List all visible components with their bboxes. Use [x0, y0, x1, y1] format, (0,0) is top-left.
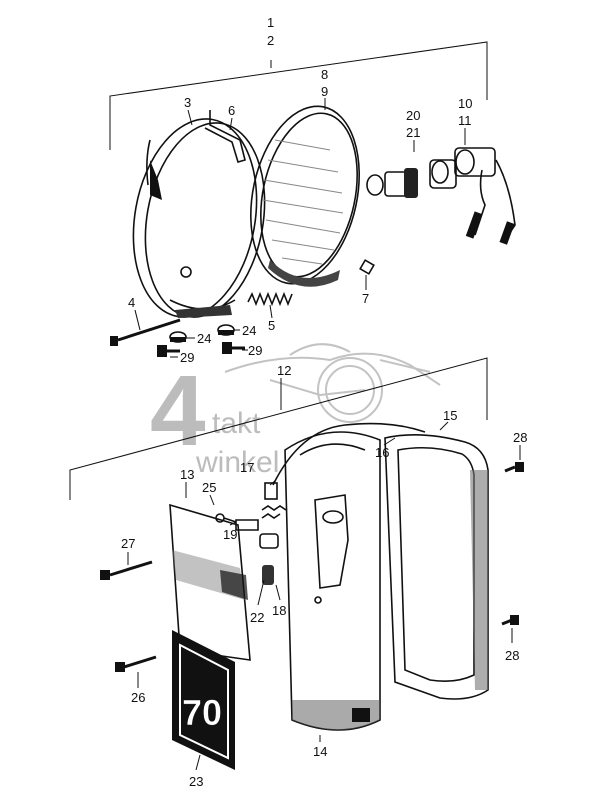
callout-27: 27: [121, 536, 135, 551]
callout-9: 9: [321, 84, 328, 99]
callout-25: 25: [202, 480, 216, 495]
adjusting-screw: [110, 318, 181, 346]
short-screw-26: [115, 655, 157, 672]
callout-7: 7: [362, 291, 369, 306]
callout-29-b: 29: [248, 343, 262, 358]
callout-11: 11: [458, 113, 472, 128]
spring-clip: [204, 110, 246, 163]
callout-3: 3: [184, 95, 191, 110]
callout-17: 17: [240, 460, 254, 475]
bulb-and-socket: [366, 159, 457, 198]
callout-24-b: 24: [242, 323, 256, 338]
washer-1: [169, 331, 187, 343]
callout-22: 22: [250, 610, 264, 625]
callout-15: 15: [443, 408, 457, 423]
watermark-line1: takt: [212, 407, 261, 440]
watermark-line2: winkel: [195, 446, 279, 479]
callout-14: 14: [313, 744, 327, 759]
watermark-digit: 4: [150, 355, 206, 467]
callout-23: 23: [189, 774, 203, 789]
square-nut: [359, 259, 375, 275]
lower-group-bracket: [69, 357, 488, 500]
screw-28-top: [504, 462, 524, 473]
meter-case: [284, 431, 381, 731]
callout-20: 20: [406, 108, 420, 123]
indicator-wire: [272, 422, 426, 486]
number-plate: 70: [172, 630, 235, 770]
callout-29-a: 29: [180, 350, 194, 365]
callout-6: 6: [228, 103, 235, 118]
callout-10: 10: [458, 96, 472, 111]
callout-19: 19: [223, 527, 237, 542]
meter-gasket: [384, 434, 489, 700]
leader-lines: [127, 98, 521, 771]
callout-28-a: 28: [513, 430, 527, 445]
plate-number: 70: [182, 692, 222, 733]
headlight-rim: [132, 118, 266, 318]
callout-16: 16: [375, 445, 389, 460]
callout-1: 1: [267, 15, 274, 30]
bolt-2: [222, 342, 245, 354]
callout-8: 8: [321, 67, 328, 82]
callout-2: 2: [267, 33, 274, 48]
callout-labels: 1 2 3 6 8 9 20 21 10 11 4 5 7 24 24 29 2…: [121, 15, 527, 789]
adjust-spring: [247, 291, 293, 307]
long-screw-27: [100, 560, 153, 580]
washer-2: [217, 324, 235, 336]
watermark: 4 takt winkel: [150, 343, 441, 479]
callout-24-a: 24: [197, 331, 211, 346]
screw-28-bottom: [501, 615, 519, 626]
side-lamp: [169, 503, 251, 661]
callout-5: 5: [268, 318, 275, 333]
bolt-1: [157, 345, 180, 357]
indicator-lamp-assembly: [215, 482, 287, 585]
top-group-bracket: [109, 41, 488, 150]
callout-18: 18: [272, 603, 286, 618]
callout-26: 26: [131, 690, 145, 705]
callout-12: 12: [277, 363, 291, 378]
callout-21: 21: [406, 125, 420, 140]
watermark-motorcycle-outline: [224, 343, 441, 423]
callout-4: 4: [128, 295, 135, 310]
socket-with-wires: [454, 147, 516, 245]
lens-unit: [250, 105, 360, 287]
callout-13: 13: [180, 467, 194, 482]
callout-28-b: 28: [505, 648, 519, 663]
